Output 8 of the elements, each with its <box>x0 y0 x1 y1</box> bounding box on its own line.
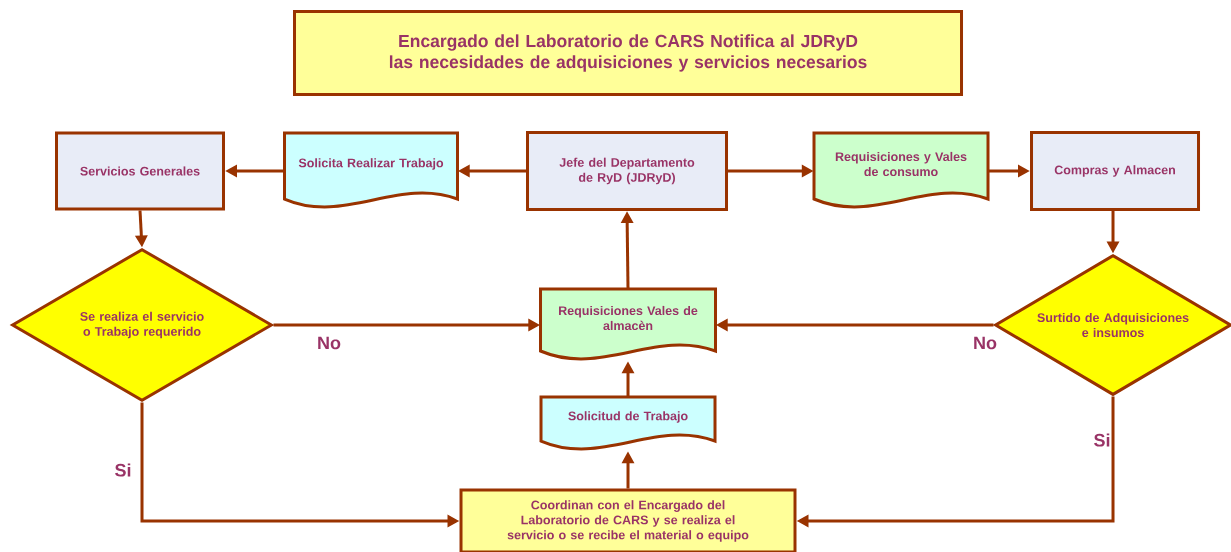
process-box: Coordinan con el Encargado del Laboratorio de CARS y se realiza el servicio o se recibe el material o equipo <box>459 488 797 552</box>
process-box: Compras y Almacen <box>1030 131 1200 211</box>
process-box: Servicios Generales <box>55 131 225 211</box>
edge-label: Si <box>115 463 131 477</box>
edge-label: Si <box>1094 433 1110 447</box>
title-box: Encargado del Laboratorio de CARS Notifica al JDRyD las necesidades de adquisiciones y servicios necesarios <box>293 10 963 96</box>
edge-label: No <box>318 336 341 350</box>
process-box: Jefe del Departamento de RyD (JDRyD) <box>526 131 728 211</box>
